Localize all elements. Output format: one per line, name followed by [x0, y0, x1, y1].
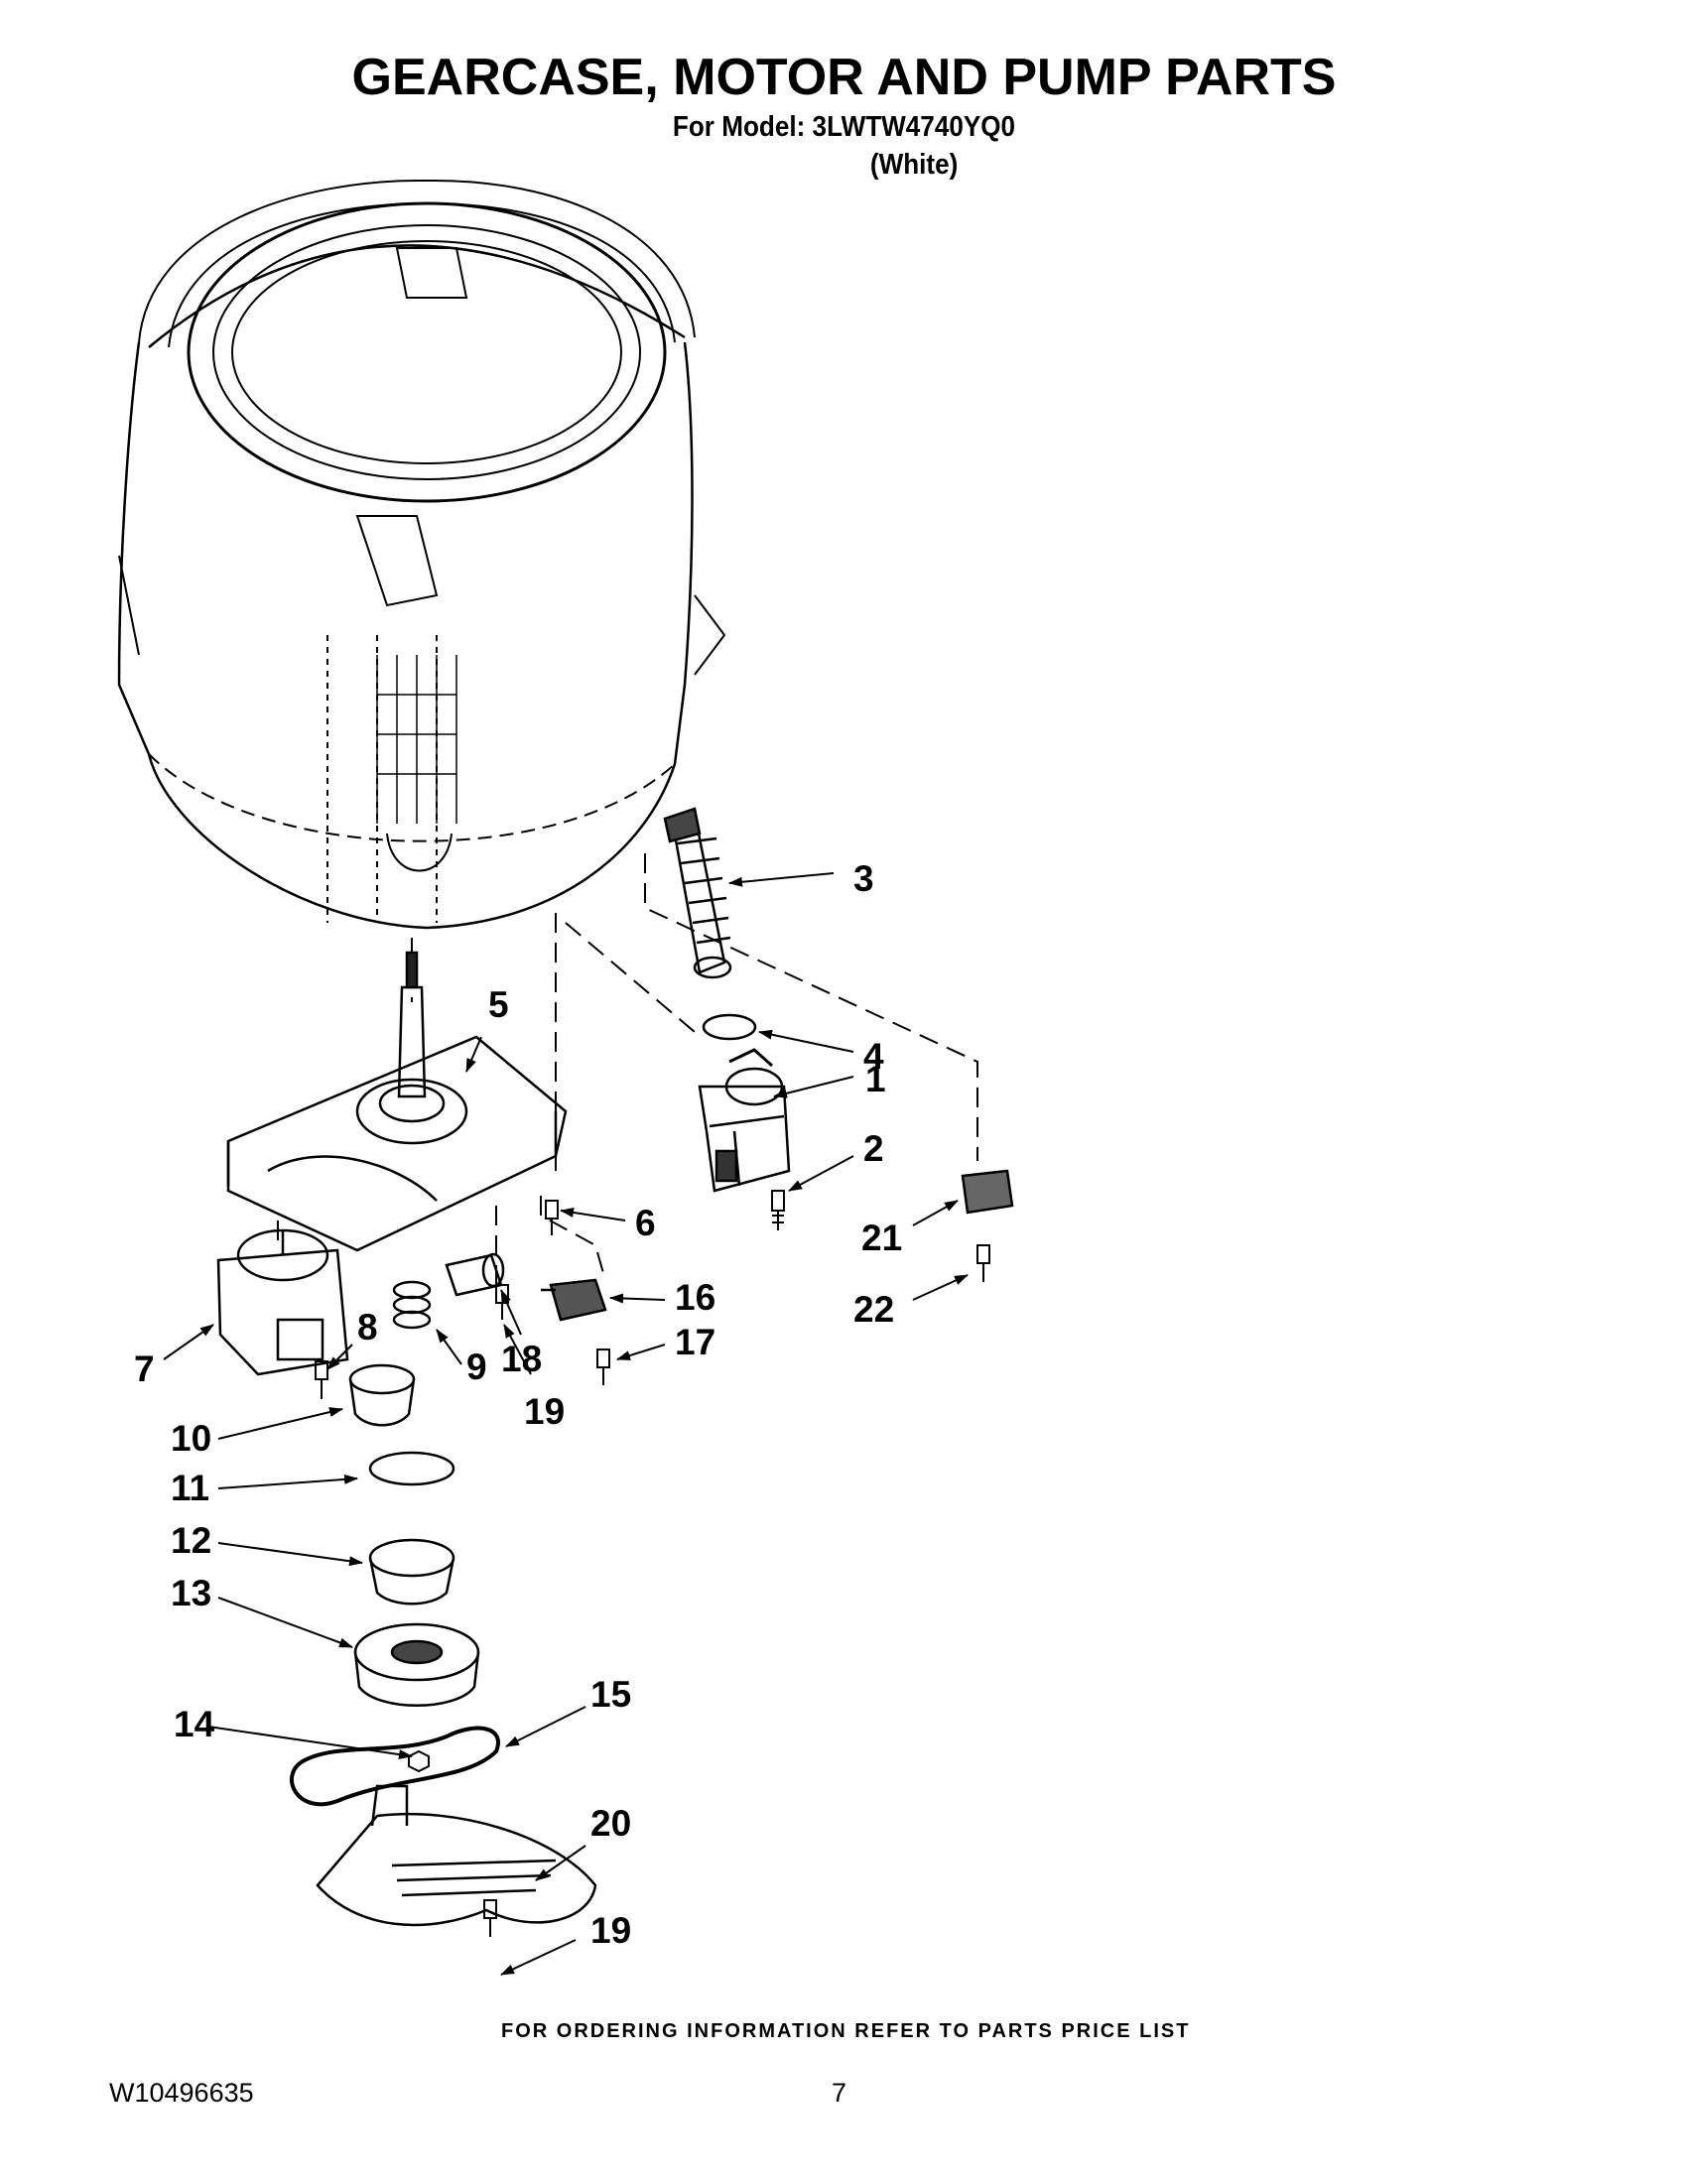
callout-9: 9	[466, 1347, 487, 1387]
part-clutch	[348, 1363, 416, 1427]
callout-16: 16	[675, 1277, 715, 1318]
part-motor	[216, 1228, 349, 1376]
callout-17: 17	[675, 1322, 715, 1362]
part-ring	[368, 1451, 455, 1486]
ordering-note: FOR ORDERING INFORMATION REFER TO PARTS …	[501, 2020, 1191, 2042]
callout-labels: 3 4 1 2 5 6 7 8 9 10 11 12 13 14 15 16 1…	[134, 858, 902, 1951]
leader-arrows	[163, 872, 969, 1976]
part-coupler	[392, 1280, 432, 1330]
callout-21: 21	[861, 1218, 902, 1258]
part-gearcase	[226, 951, 568, 1252]
callout-14: 14	[174, 1704, 215, 1744]
part-drain-hose	[663, 807, 732, 979]
callout-20: 20	[590, 1803, 631, 1844]
callout-13: 13	[171, 1573, 211, 1613]
callout-8: 8	[357, 1307, 378, 1348]
color-note: (White)	[869, 149, 959, 181]
part-capacitor	[445, 1252, 505, 1297]
callout-11: 11	[171, 1468, 209, 1508]
callout-10: 10	[171, 1418, 211, 1459]
part-pulley	[353, 1622, 480, 1707]
callout-12: 12	[171, 1520, 211, 1561]
part-hose-clamp	[702, 1013, 757, 1041]
page-title: GEARCASE, MOTOR AND PUMP PARTS	[351, 49, 1337, 106]
part-switch	[541, 1278, 607, 1322]
page-number: 7	[832, 2078, 847, 2108]
part-drive-hub	[368, 1538, 455, 1606]
part-pump-screw	[771, 1190, 785, 1230]
part-drive-shield	[316, 1784, 597, 1927]
callout-5: 5	[488, 984, 509, 1025]
part-sensor	[961, 1169, 1014, 1215]
callout-7: 7	[134, 1349, 155, 1389]
callout-3: 3	[853, 858, 874, 899]
document-number: W10496635	[109, 2078, 254, 2108]
part-nut	[408, 1749, 430, 1773]
callout-18: 18	[501, 1339, 542, 1379]
callout-19-lower: 19	[590, 1910, 631, 1951]
model-line: For Model: 3LWTW4740YQ0	[672, 111, 1016, 143]
callout-6: 6	[635, 1203, 656, 1243]
callout-15: 15	[590, 1674, 631, 1715]
callout-4: 4	[863, 1036, 884, 1077]
callout-22: 22	[853, 1289, 894, 1330]
callout-1: 1	[865, 1059, 886, 1099]
callout-19-upper: 19	[524, 1391, 565, 1432]
washer-tub-outline	[117, 179, 726, 930]
part-pump	[698, 1048, 791, 1193]
part-belt	[290, 1726, 500, 1807]
callout-2: 2	[863, 1128, 884, 1169]
